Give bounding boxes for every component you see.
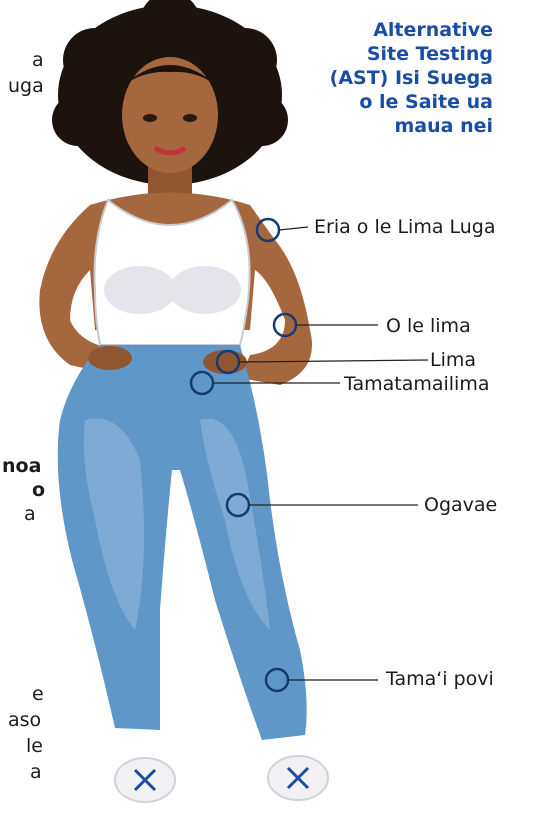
title-line: o le Saite ua — [359, 91, 493, 113]
cropped-text: o — [32, 479, 46, 501]
site-label-upper-arm: Eria o le Lima Luga — [314, 216, 496, 238]
title-line: Alternative — [373, 19, 493, 41]
title-line: (AST) Isi Suega — [329, 67, 493, 89]
site-label-forearm: O le lima — [386, 315, 471, 337]
site-label-finger: Tamatamailima — [344, 373, 490, 395]
cropped-text: le — [26, 735, 43, 757]
site-label-thigh: Ogavae — [424, 494, 498, 516]
cropped-text: noa — [2, 455, 42, 477]
cropped-text: aso — [8, 709, 42, 731]
test-site-markers — [189, 217, 429, 693]
site-label-hand: Lima — [430, 349, 477, 371]
cropped-text: a — [24, 503, 36, 525]
cropped-text: a — [30, 761, 42, 783]
site-label-calf: Tama‘i povi — [386, 668, 494, 690]
title-line: maua nei — [394, 115, 493, 137]
cropped-text: e — [32, 683, 44, 705]
title-line: Site Testing — [366, 43, 493, 65]
jeans — [57, 345, 307, 740]
cropped-text: uga — [8, 75, 44, 97]
page-title: Alternative Site Testing (AST) Isi Suega… — [263, 18, 493, 138]
cropped-text: a — [32, 49, 44, 71]
woman-figure — [39, 0, 329, 803]
face — [122, 57, 218, 173]
